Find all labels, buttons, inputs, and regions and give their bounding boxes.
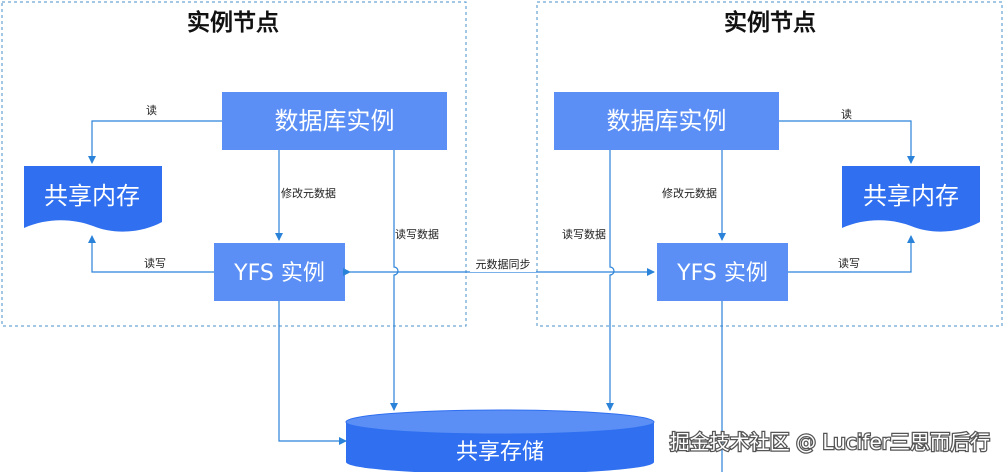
left-read-arrow bbox=[88, 120, 222, 164]
right-shared-memory-label: 共享内存 bbox=[863, 182, 959, 210]
right-node-title: 实例节点 bbox=[724, 9, 816, 36]
right-yfs-instance: YFS 实例 bbox=[657, 243, 788, 301]
left-readwrite-label: 读写 bbox=[144, 256, 166, 270]
metadata-sync-label: 元数据同步 bbox=[476, 257, 531, 271]
right-modify-meta-label: 修改元数据 bbox=[662, 186, 717, 200]
shared-storage: 共享存储 bbox=[345, 409, 655, 472]
watermark: 掘金技术社区 @ Lucifer三思而后行 bbox=[670, 430, 990, 454]
left-db-instance-label: 数据库实例 bbox=[275, 107, 395, 135]
right-node-container bbox=[536, 1, 1003, 327]
left-yfs-storage-arrow bbox=[278, 301, 347, 445]
right-instance-node: 实例节点 数据库实例 共享内存 YFS 实例 读 读写 修改元数据 读写数据 bbox=[536, 1, 1003, 327]
left-node-title: 实例节点 bbox=[187, 9, 279, 36]
right-readwrite-data-label: 读写数据 bbox=[562, 227, 606, 241]
left-instance-node: 实例节点 数据库实例 共享内存 YFS 实例 读 读写 修改元数据 读写数据 bbox=[1, 1, 467, 327]
left-readwrite-data-label: 读写数据 bbox=[395, 227, 439, 241]
left-yfs-instance: YFS 实例 bbox=[214, 243, 345, 301]
right-shared-memory: 共享内存 bbox=[842, 166, 980, 232]
right-db-instance: 数据库实例 bbox=[554, 92, 779, 150]
right-read-label: 读 bbox=[841, 107, 852, 121]
left-yfs-instance-label: YFS 实例 bbox=[233, 261, 325, 286]
right-readwrite-arrow bbox=[788, 235, 915, 273]
left-db-instance: 数据库实例 bbox=[222, 92, 447, 150]
right-read-arrow bbox=[779, 120, 915, 164]
left-shared-memory-label: 共享内存 bbox=[44, 182, 140, 210]
right-readwrite-label: 读写 bbox=[838, 256, 860, 270]
left-read-label: 读 bbox=[146, 103, 157, 117]
left-node-container bbox=[1, 1, 467, 327]
left-modify-meta-label: 修改元数据 bbox=[281, 186, 336, 200]
left-shared-memory: 共享内存 bbox=[24, 166, 162, 232]
right-db-instance-label: 数据库实例 bbox=[607, 107, 727, 135]
right-yfs-instance-label: YFS 实例 bbox=[676, 261, 768, 286]
right-readwrite-data-arrow bbox=[606, 150, 615, 411]
left-readwrite-data-arrow bbox=[390, 150, 399, 411]
left-readwrite-arrow bbox=[88, 235, 214, 273]
sync-label-background bbox=[470, 258, 536, 272]
shared-storage-label: 共享存储 bbox=[456, 440, 544, 465]
